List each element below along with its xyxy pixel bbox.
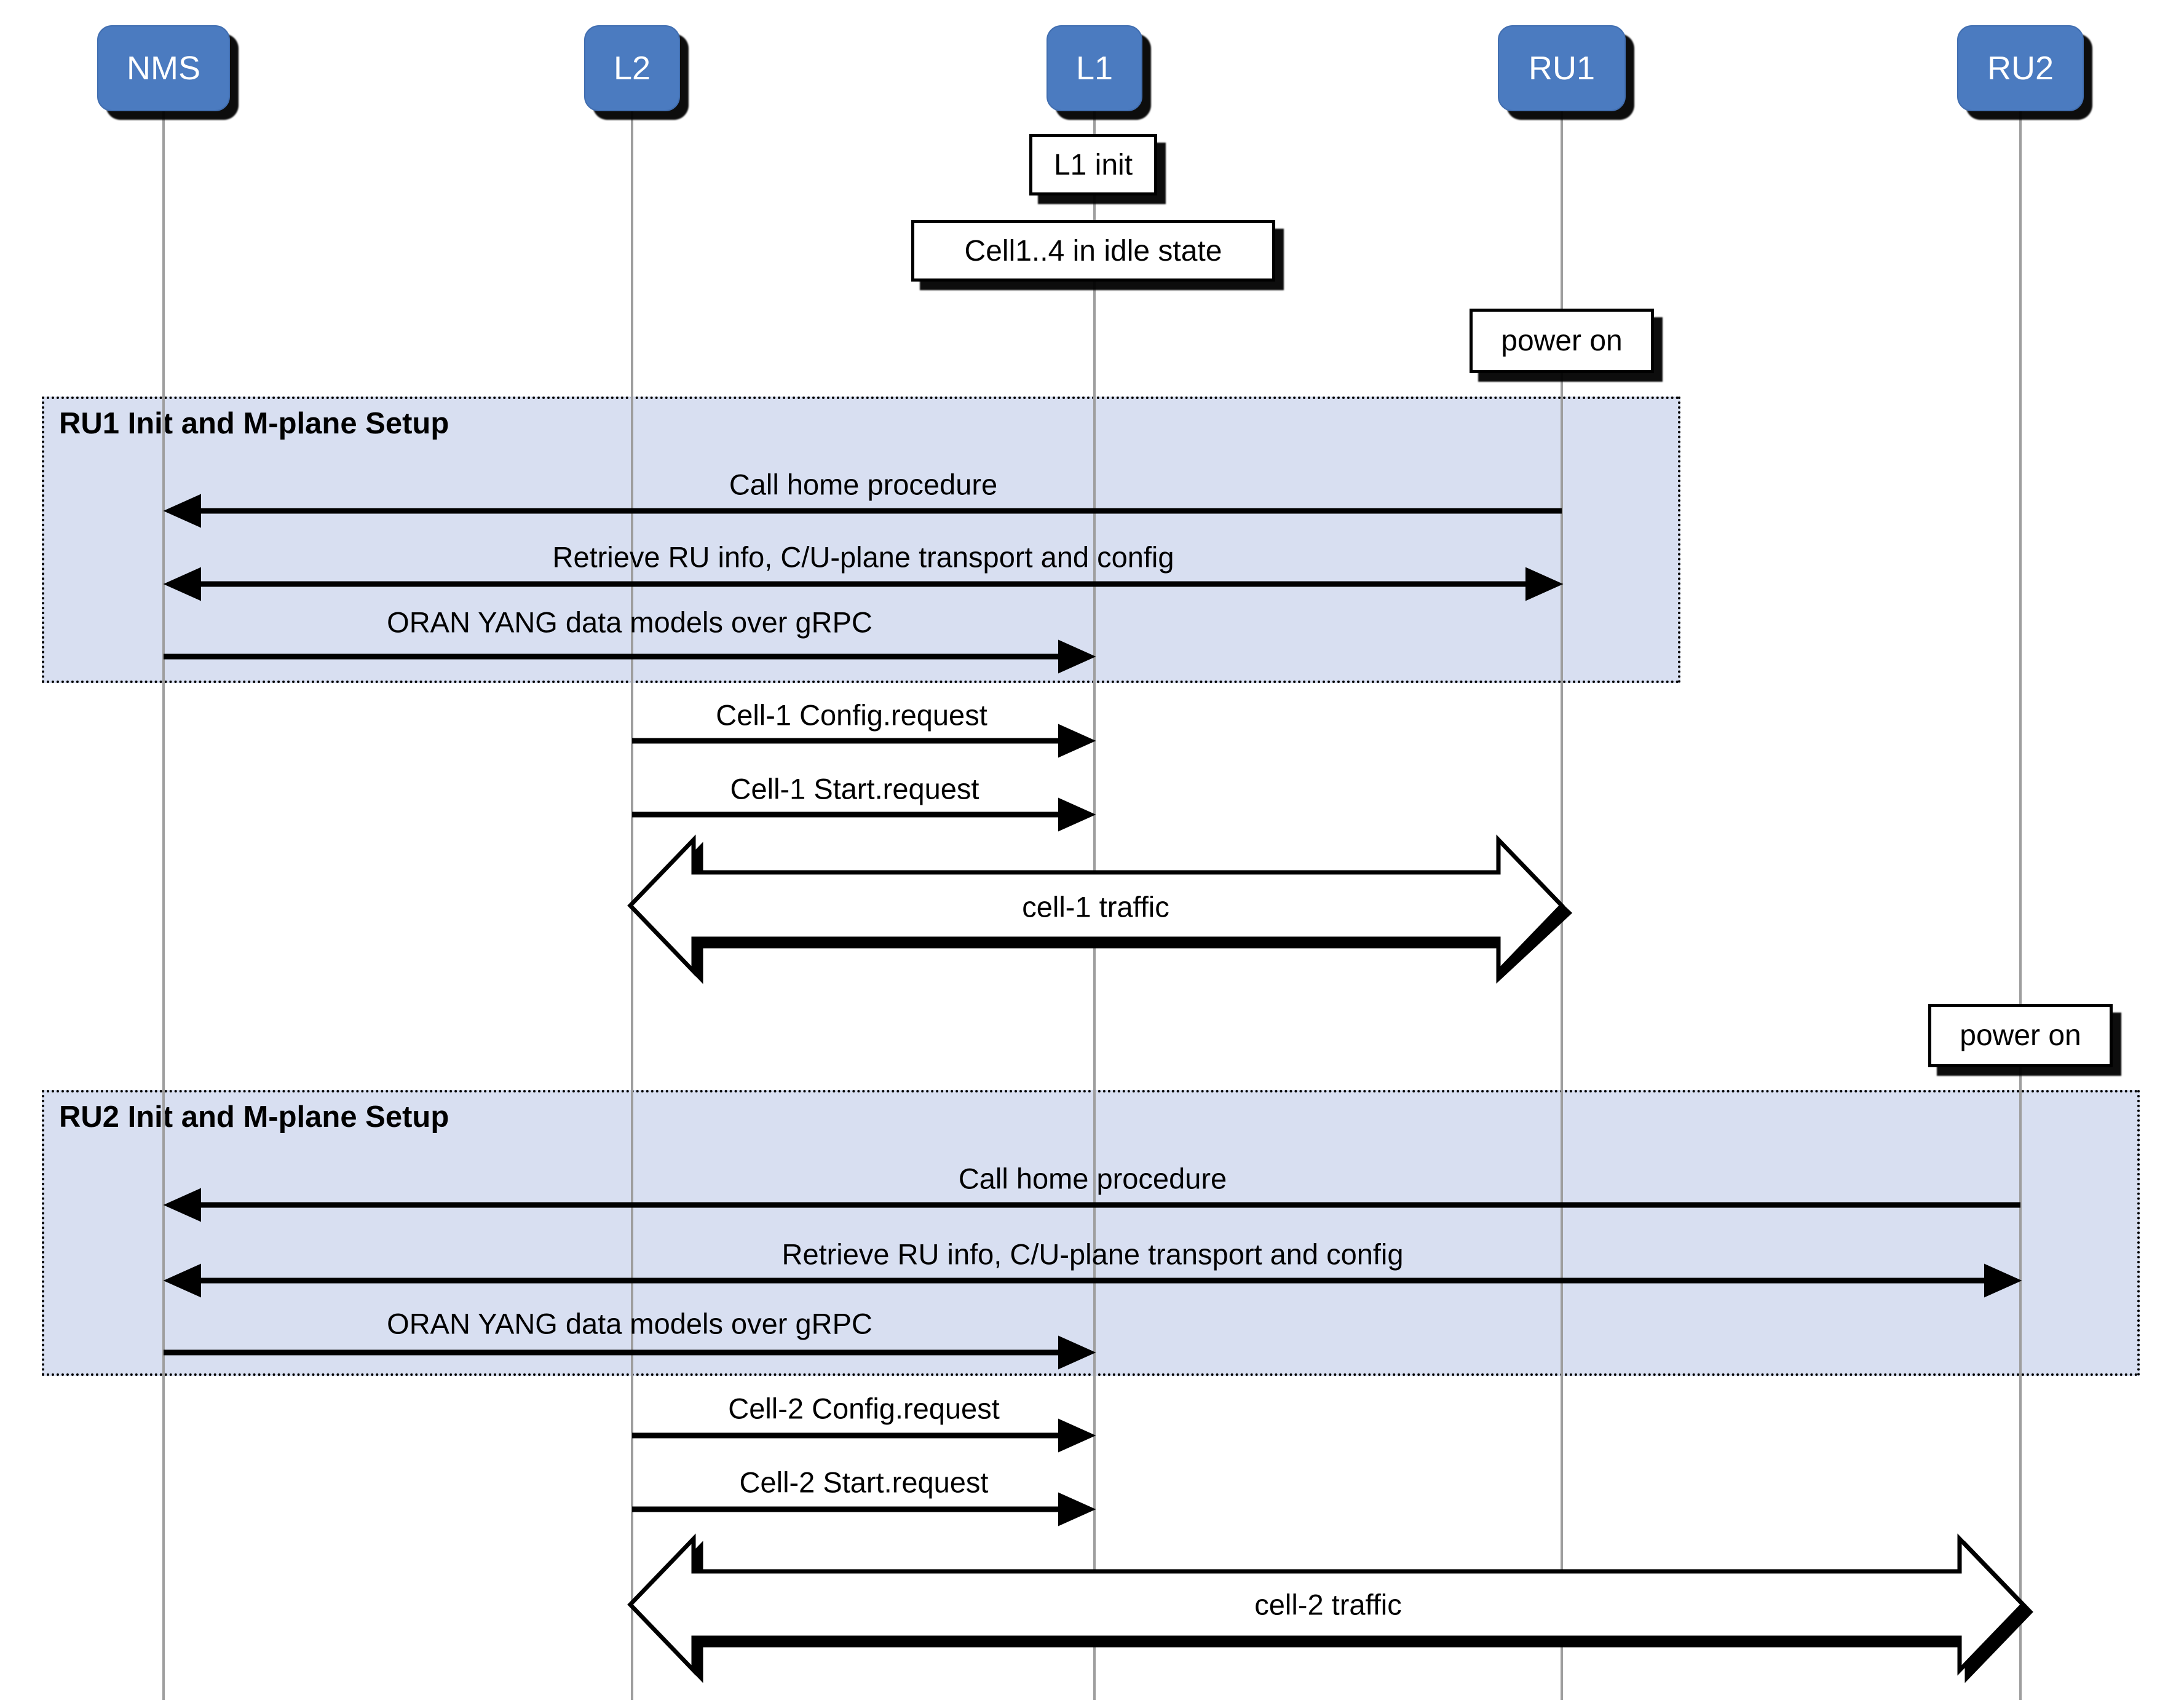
actor-nms: NMS bbox=[97, 25, 230, 111]
note-power-on-ru2: power on bbox=[1928, 1004, 2113, 1067]
arrow-retrieve-2 bbox=[163, 1263, 2022, 1298]
frame-ru1-init: RU1 Init and M-plane Setup bbox=[42, 397, 1680, 683]
arrow-cell2-traffic bbox=[627, 1533, 2033, 1683]
actor-nms-label: NMS bbox=[127, 50, 200, 87]
label-call-home-2: Call home procedure bbox=[958, 1162, 1227, 1195]
frame-ru1-title: RU1 Init and M-plane Setup bbox=[59, 407, 449, 440]
arrow-cell1-traffic bbox=[627, 834, 1573, 984]
arrow-cell2-config bbox=[632, 1418, 1096, 1453]
note-power-on-ru1: power on bbox=[1470, 309, 1654, 373]
arrow-call-home-1 bbox=[163, 494, 1562, 528]
actor-ru2-label: RU2 bbox=[1987, 50, 2054, 87]
arrow-call-home-2 bbox=[163, 1188, 2020, 1222]
label-cell2-config: Cell-2 Config.request bbox=[728, 1392, 1000, 1425]
actor-l1-label: L1 bbox=[1075, 50, 1114, 87]
label-call-home-1: Call home procedure bbox=[729, 468, 998, 501]
actor-ru2: RU2 bbox=[1957, 25, 2084, 111]
actor-ru1-label: RU1 bbox=[1528, 50, 1596, 87]
frame-ru2-init: RU2 Init and M-plane Setup bbox=[42, 1090, 2140, 1376]
label-oran-2: ORAN YANG data models over gRPC bbox=[387, 1307, 872, 1340]
label-oran-1: ORAN YANG data models over gRPC bbox=[387, 606, 872, 639]
arrow-oran-2 bbox=[164, 1335, 1096, 1370]
arrow-oran-1 bbox=[164, 639, 1096, 674]
note-l1-init: L1 init bbox=[1029, 134, 1157, 195]
arrow-cell2-start bbox=[632, 1492, 1096, 1526]
note-idle-state: Cell1..4 in idle state bbox=[911, 220, 1275, 282]
label-cell1-config: Cell-1 Config.request bbox=[716, 698, 987, 732]
actor-l2-label: L2 bbox=[613, 50, 651, 87]
arrow-retrieve-1 bbox=[163, 567, 1564, 601]
label-retrieve-2: Retrieve RU info, C/U-plane transport an… bbox=[781, 1238, 1404, 1271]
actor-ru1: RU1 bbox=[1498, 25, 1626, 111]
actor-l2: L2 bbox=[584, 25, 680, 111]
arrow-cell1-start bbox=[632, 797, 1096, 832]
label-cell1-traffic: cell-1 traffic bbox=[1022, 890, 1169, 923]
actor-l1: L1 bbox=[1046, 25, 1142, 111]
label-cell1-start: Cell-1 Start.request bbox=[730, 772, 979, 805]
label-cell2-start: Cell-2 Start.request bbox=[739, 1466, 989, 1499]
arrow-cell1-config bbox=[632, 724, 1096, 758]
frame-ru2-title: RU2 Init and M-plane Setup bbox=[59, 1100, 449, 1134]
label-retrieve-1: Retrieve RU info, C/U-plane transport an… bbox=[552, 540, 1174, 574]
label-cell2-traffic: cell-2 traffic bbox=[1254, 1588, 1402, 1621]
